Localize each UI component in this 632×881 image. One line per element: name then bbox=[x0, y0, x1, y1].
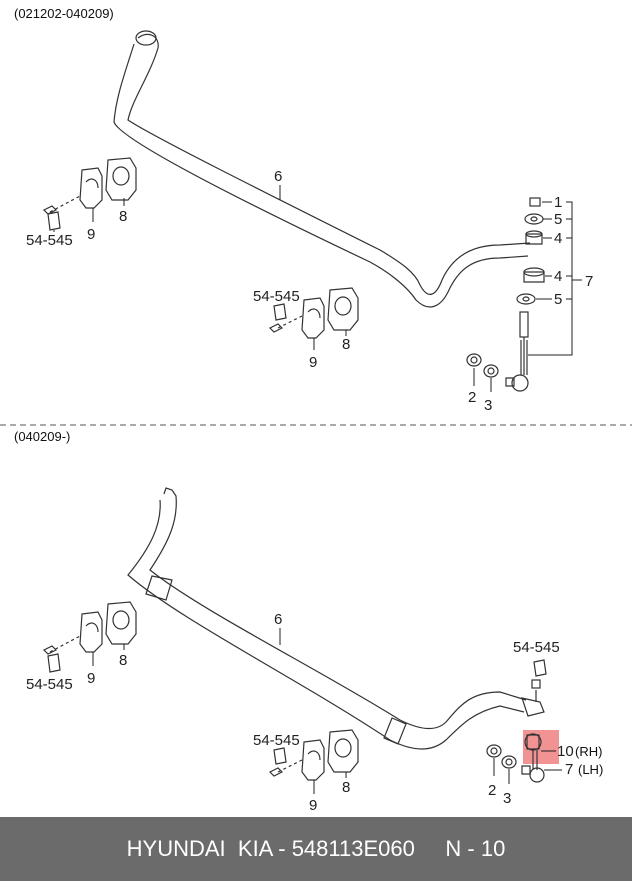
lower-nut-washer-2 bbox=[486, 744, 517, 769]
callout-link-rh-side: (RH) bbox=[575, 744, 602, 759]
footer-text: HYUNDAI KIA - 548113E060 N - 10 bbox=[126, 836, 506, 861]
callout-nut: 1 bbox=[554, 194, 562, 211]
stabilizer-bar-1 bbox=[113, 30, 531, 308]
parts-diagram: (021202-040209) 6 1 5 4 4 bbox=[0, 6, 632, 814]
callout-bush-mid-2: 8 bbox=[342, 779, 350, 796]
callout-washer-top: 5 bbox=[554, 211, 562, 228]
clamp-bushing-mid-1 bbox=[268, 287, 359, 339]
callout-bolt-left-2: 54-545 bbox=[26, 676, 73, 693]
callout-link-lh-side: (LH) bbox=[578, 762, 603, 777]
clamp-bushing-mid-2 bbox=[268, 729, 359, 781]
callout-clamp-left-2: 9 bbox=[87, 670, 95, 687]
callout-bushing-bottom: 4 bbox=[554, 268, 562, 285]
callout-bush-left-2: 8 bbox=[119, 652, 127, 669]
callout-bolt-left-1: 54-545 bbox=[26, 232, 73, 249]
callout-nut-lower-2: 2 bbox=[488, 782, 496, 799]
callout-clamp-mid-1: 9 bbox=[309, 354, 317, 371]
callout-bolt-mid-1: 54-545 bbox=[253, 288, 300, 305]
callout-washer-lower-1: 3 bbox=[484, 397, 492, 414]
callout-washer-bottom: 5 bbox=[554, 291, 562, 308]
clamp-bushing-left-2 bbox=[42, 601, 137, 673]
stabilizer-link-2 bbox=[521, 733, 545, 783]
callout-clamp-left-1: 9 bbox=[87, 226, 95, 243]
part-number-footer: HYUNDAI KIA - 548113E060 N - 10 bbox=[0, 817, 632, 881]
clamp-bushing-left-1 bbox=[42, 157, 137, 231]
stabilizer-bar-2 bbox=[127, 487, 545, 750]
callout-bush-mid-1: 8 bbox=[342, 336, 350, 353]
callout-clamp-mid-2: 9 bbox=[309, 797, 317, 814]
callout-bolt-right-2: 54-545 bbox=[513, 639, 560, 656]
link-hardware-stack-1 bbox=[516, 197, 545, 305]
callout-link-group: 7 bbox=[585, 273, 593, 290]
bolt-right-2 bbox=[531, 659, 547, 702]
lower-nut-washer-1 bbox=[466, 353, 499, 378]
date-range-label-1: (021202-040209) bbox=[14, 6, 114, 21]
callout-bush-left-1: 8 bbox=[119, 208, 127, 225]
callout-nut-lower-1: 2 bbox=[468, 389, 476, 406]
callout-bolt-mid-2: 54-545 bbox=[253, 732, 300, 749]
callout-bar-1: 6 bbox=[274, 168, 282, 185]
stabilizer-link-1 bbox=[505, 311, 529, 392]
callout-bar-2: 6 bbox=[274, 611, 282, 628]
callout-link-lh: 7 bbox=[565, 761, 573, 778]
callout-washer-lower-2: 3 bbox=[503, 790, 511, 807]
callout-bushing-top: 4 bbox=[554, 230, 562, 247]
date-range-label-2: (040209-) bbox=[14, 429, 70, 444]
callout-link-rh: 10 bbox=[557, 743, 574, 760]
